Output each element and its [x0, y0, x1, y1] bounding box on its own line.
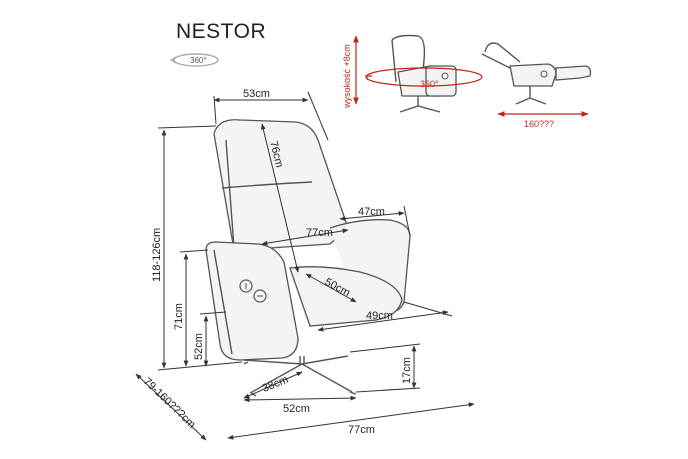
dim-total-height-label: 118-126cm [151, 228, 163, 282]
dim-seat-length-label: 49cm [366, 310, 393, 322]
remote-button-icon [239, 279, 267, 303]
dim-total-width-label: 77cm [348, 424, 375, 436]
height-adjust-label: wysokość +8cm [342, 44, 352, 109]
dim-arm-height-label: 71cm [173, 303, 185, 330]
dim-top-width: 53cm [213, 88, 329, 141]
rotate-360-label: 360° [190, 56, 207, 65]
dim-top-width-label: 53cm [243, 88, 270, 100]
dim-base-radius: 38cm [243, 371, 303, 399]
dim-base-width: 52cm [243, 395, 357, 415]
dim-base-height-label: 17cm [401, 357, 413, 384]
dim-seat-depth-diag-label: 77cm [306, 227, 333, 239]
height-adjust-view: wysokość +8cm 360° [342, 34, 483, 113]
dim-seat-depth-diag: 77cm [261, 227, 349, 246]
dim-seat-height-label: 52cm [193, 333, 205, 360]
dim-seat-length: 49cm [317, 301, 453, 332]
dim-armrest-width: 47cm [339, 205, 411, 237]
dim-total-width: 77cm [227, 402, 475, 440]
dim-recline-depth-label: 79-160???cm [141, 376, 198, 431]
recline-label: 160??? [524, 119, 554, 129]
dim-base-width-label: 52cm [283, 403, 310, 415]
swivel-label: 360° [420, 79, 439, 89]
dim-armrest-width-label: 47cm [358, 206, 385, 218]
dim-arm-height: 71cm [173, 249, 209, 367]
recline-view: 160??? [481, 42, 592, 129]
dim-backrest: 76cm [260, 123, 300, 273]
armchair-drawing [205, 119, 411, 397]
rotate-360-icon: 360° [169, 53, 219, 67]
dim-total-height: 118-126cm [151, 125, 243, 371]
dim-recline-depth: 79-160???cm [135, 373, 207, 441]
dim-base-radius-label: 38cm [261, 374, 290, 395]
dim-seat-height: 52cm [193, 311, 227, 367]
product-title: NESTOR [176, 20, 266, 43]
dim-base-height: 17cm [349, 343, 421, 393]
